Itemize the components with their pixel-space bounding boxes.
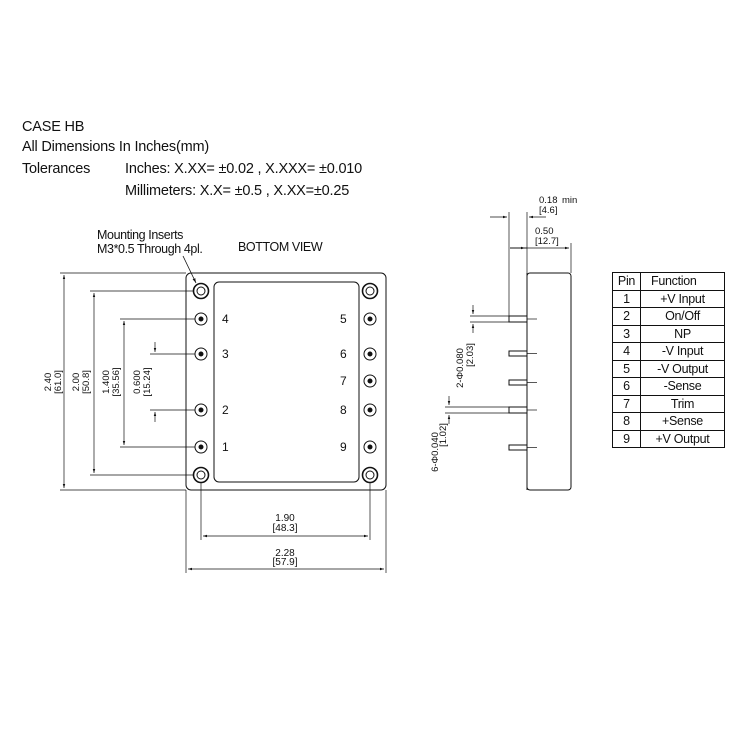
pin-6 [363,347,377,361]
dim-width-pins-mm: [48.3] [272,523,297,534]
mounting-label: Mounting Inserts [97,228,183,242]
dimensions-note: All Dimensions In Inches(mm) [22,139,209,155]
pin-number-cell: 5 [612,359,641,378]
dim-width-total: 2.28 [275,548,295,559]
pin-3 [194,347,208,361]
mm-tolerance: Millimeters: X.X= ±0.5 , X.XX=±0.25 [125,183,350,199]
pin-label-right: 9 [340,440,347,454]
dim-pin-dia-large: 6-Φ0.040 [430,432,441,472]
side-pin [508,444,537,451]
pin-label-left: 4 [222,312,229,326]
inches-tolerance: Inches: X.XX= ±0.02 , X.XXX= ±0.010 [125,161,363,177]
dim-height-outer-pins: 1.400 [101,370,112,394]
pin-number-cell: 1 [612,289,641,308]
pin-function-cell: On/Off [640,307,725,326]
dim-width-total-mm: [57.9] [272,557,297,568]
pin-4 [194,312,208,326]
case-outline [185,272,387,491]
pin-label-right: 6 [340,347,347,361]
pin-number-cell: 2 [612,307,641,326]
mounting-insert [361,282,379,300]
pin-label-left: 1 [222,440,229,454]
table-row: 1+V Input [612,289,725,308]
mounting-spec: M3*0.5 Through 4pl. [97,242,202,256]
bottom-view [185,272,387,491]
table-row: 9+V Output [612,429,725,448]
table-row: 5-V Output [612,359,725,378]
side-case [526,272,572,491]
dim-pin-dia-small-mm: [2.03] [465,343,476,367]
pin-function-cell: NP [640,324,725,343]
dim-pin-length-suffix: min [562,195,577,206]
pin-number-cell: 6 [612,377,641,396]
pin-label-right: 5 [340,312,347,326]
pin-function-cell: +V Output [640,429,725,448]
pin-label-left: 2 [222,403,229,417]
pin-7 [363,374,377,388]
pin-function-cell: -V Input [640,342,725,361]
pin-number-cell: 3 [612,324,641,343]
side-view [508,272,572,491]
pin-function-cell: +Sense [640,412,725,431]
table-header-row: Pin Function [612,272,725,291]
table-row: 6-Sense [612,377,725,396]
pins-bottom [194,312,377,454]
pin-2 [194,403,208,417]
column-header-function: Function [640,272,725,291]
bottom-view-title: BOTTOM VIEW [238,240,323,254]
side-pin [508,350,537,357]
pin-label-left: 3 [222,347,229,361]
dim-pin-dia-small: 2-Φ0.080 [455,348,466,388]
pin-function-cell: -Sense [640,377,725,396]
dim-width-pins: 1.90 [275,513,295,524]
dim-height-inner-pins-mm: [15.24] [142,367,153,396]
pin-function-cell: Trim [640,394,725,413]
pin-8 [363,403,377,417]
dim-pin-length: 0.18 [539,195,558,206]
mounting-leader [182,255,197,284]
side-dimensions [445,212,572,424]
dim-height-total-mm: [61.0] [53,370,64,394]
pin-1 [194,440,208,454]
mounting-insert [192,466,210,484]
side-pin [508,406,537,414]
pin-number-cell: 9 [612,429,641,448]
dim-height-outer-pins-mm: [35.56] [111,367,122,396]
pin-label-right: 7 [340,374,347,388]
horizontal-dimensions [185,482,387,573]
dim-height-inner-pins: 0.600 [132,370,143,394]
mounting-insert [192,282,210,300]
mounting-insert [361,466,379,484]
column-header-pin: Pin [612,272,641,291]
vertical-dimensions [60,272,195,491]
dim-height-inserts: 2.00 [71,373,82,392]
side-pin [508,315,537,323]
table-row: 4-V Input [612,342,725,361]
pin-function-cell: +V Input [640,289,725,308]
dim-case-height-mm: [12.7] [535,236,559,247]
dim-pin-dia-large-mm: [1.02] [438,423,449,447]
pin-label-right: 8 [340,403,347,417]
tolerances-label: Tolerances [22,161,91,177]
pin-function-cell: -V Output [640,359,725,378]
pin-number-cell: 8 [612,412,641,431]
dim-case-height: 0.50 [535,226,554,237]
table-row: 8+Sense [612,412,725,431]
label-area [213,281,360,483]
dim-pin-length-mm: [4.6] [539,205,558,216]
dim-height-inserts-mm: [50.8] [81,370,92,394]
pin-5 [363,312,377,326]
side-pin [508,379,537,386]
pin-number-cell: 7 [612,394,641,413]
case-title: CASE HB [22,119,85,135]
dim-height-total: 2.40 [43,373,54,392]
pin-number-cell: 4 [612,342,641,361]
pin-9 [363,440,377,454]
